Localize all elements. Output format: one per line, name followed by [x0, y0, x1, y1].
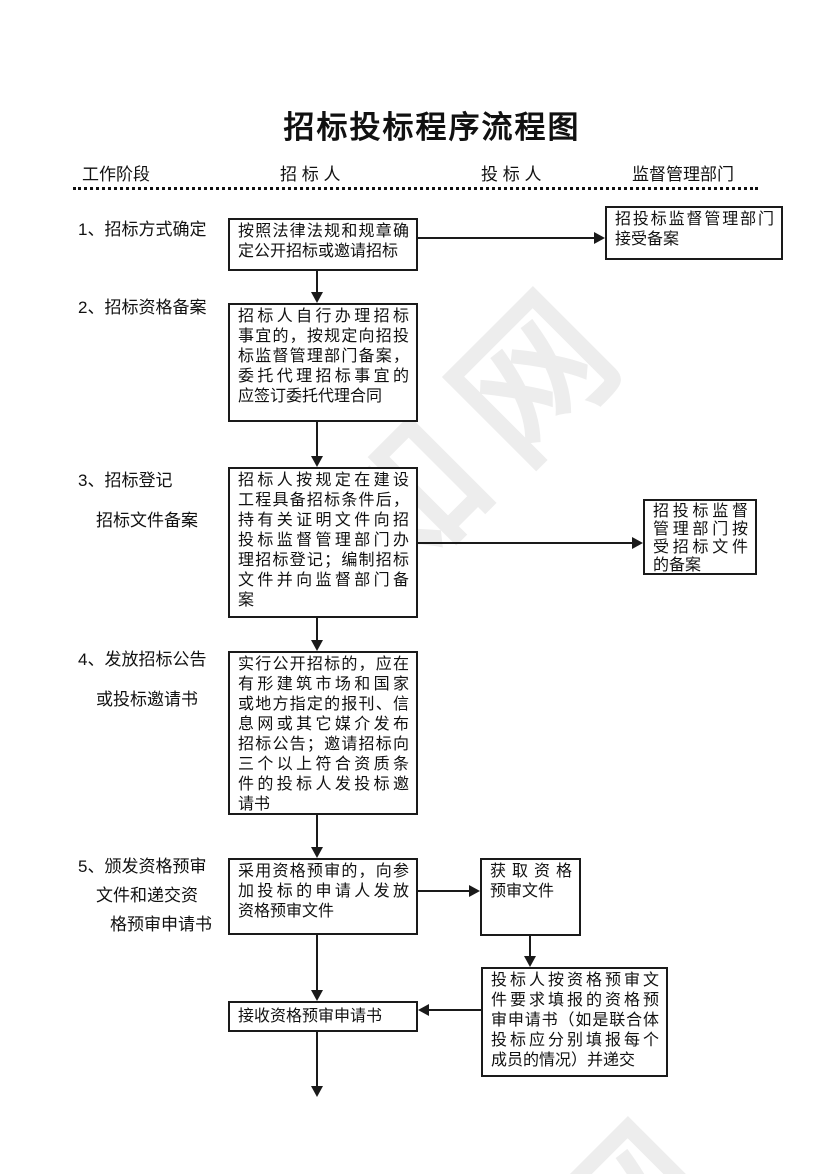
- box-regulator-accept-bid-docs: 招投标监督管理部门按受招标文件的备案: [643, 499, 757, 575]
- box-issue-prequalification-docs: 采用资格预审的，向参加投标的申请人发放资格预审文件: [228, 858, 418, 935]
- arrow-line-box3-to-regulator: [418, 542, 633, 544]
- arrow-line-box1-to-box2: [316, 271, 318, 293]
- arrow-line-box5-to-obtain: [418, 890, 470, 892]
- column-header-work-stage: 工作阶段: [82, 165, 150, 184]
- box-receive-prequalification-application: 接收资格预审申请书: [228, 1001, 418, 1032]
- step5-label: 5、颁发资格预审文件和递交资格预审申请书: [78, 857, 212, 934]
- column-header-bidder: 投 标 人: [481, 165, 542, 184]
- arrowhead-receive-to-next-page: [311, 1086, 323, 1097]
- arrow-line-obtain-to-fill: [529, 936, 531, 957]
- arrowhead-box5-to-receive: [311, 990, 323, 1001]
- box-determine-bid-method: 按照法律法规和规章确定公开招标或邀请招标: [228, 218, 418, 271]
- page-title: 招标投标程序流程图: [283, 110, 581, 145]
- arrowhead-box1-to-regulator: [594, 232, 605, 244]
- step3-label: 3、招标登记招标文件备案: [78, 471, 198, 530]
- arrow-line-box1-to-regulator: [418, 237, 595, 239]
- arrowhead-fill-to-receive: [418, 1004, 429, 1016]
- arrowhead-box3-to-box4: [311, 640, 323, 651]
- arrow-line-box4-to-box5: [316, 815, 318, 848]
- box-bidder-fill-and-submit: 投标人按资格预审文件要求填报的资格预审申请书（如是联合体投标应分别填报每个成员的…: [481, 967, 668, 1077]
- arrow-line-receive-to-next-page: [316, 1032, 318, 1087]
- arrowhead-box4-to-box5: [311, 847, 323, 858]
- column-header-tenderer: 招 标 人: [280, 165, 341, 184]
- arrow-line-box2-to-box3: [316, 422, 318, 457]
- arrowhead-box1-to-box2: [311, 292, 323, 303]
- box-obtain-prequalification-docs: 获取资格预审文件: [480, 858, 581, 936]
- arrow-line-box3-to-box4: [316, 618, 318, 641]
- box-bid-registration: 招标人按规定在建设工程具备招标条件后，持有关证明文件向招投标监督管理部门办理招标…: [228, 467, 418, 618]
- box-issue-announcement: 实行公开招标的，应在有形建筑市场和国家或地方指定的报刊、信息网或其它媒介发布招标…: [228, 651, 418, 815]
- step2-label: 2、招标资格备案: [78, 298, 207, 317]
- step1-label: 1、招标方式确定: [78, 220, 207, 239]
- header-divider-dotted-line: [73, 187, 758, 190]
- box-regulator-accept-filing: 招投标监督管理部门接受备案: [605, 206, 783, 260]
- arrowhead-box5-to-obtain: [469, 885, 480, 897]
- arrowhead-box2-to-box3: [311, 456, 323, 467]
- arrowhead-box3-to-regulator: [632, 537, 643, 549]
- step4-label: 4、发放招标公告或投标邀请书: [78, 650, 207, 709]
- arrow-line-fill-to-receive: [429, 1009, 481, 1011]
- box-qualification-filing: 招标人自行办理招标事宜的，按规定向招投标监督管理部门备案，委托代理招标事宜的应签…: [228, 303, 418, 422]
- column-header-regulator: 监督管理部门: [632, 165, 734, 184]
- arrow-line-box5-to-receive: [316, 935, 318, 991]
- arrowhead-obtain-to-fill: [524, 956, 536, 967]
